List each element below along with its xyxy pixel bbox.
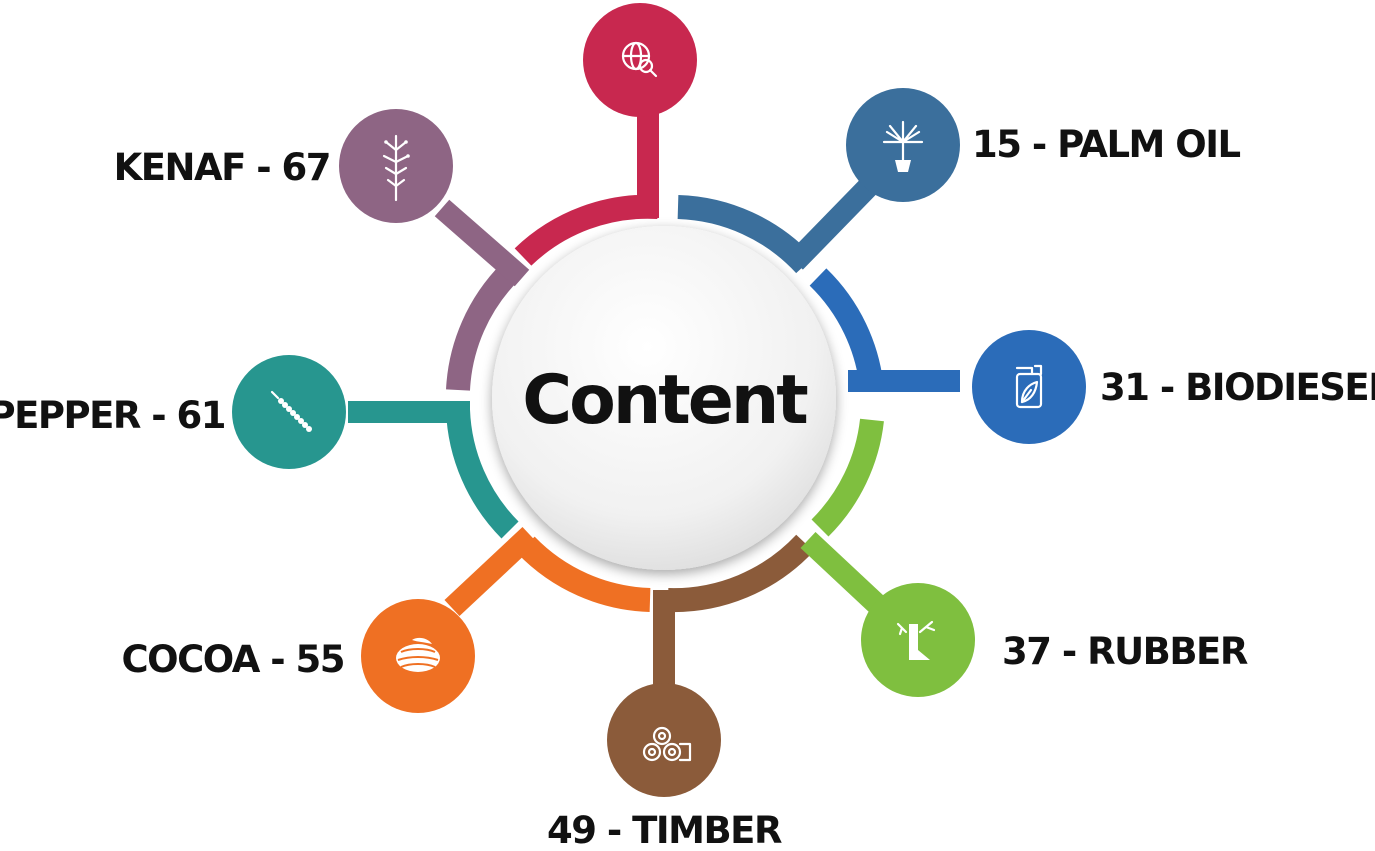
satellite-palm-oil[interactable]: [846, 88, 960, 202]
label-timber: 49 - TIMBER: [547, 809, 782, 851]
pepper-icon: [270, 390, 312, 432]
center-hub: Content: [492, 226, 836, 570]
label-cocoa: COCOA - 55: [122, 638, 344, 681]
satellite-timber[interactable]: [607, 683, 721, 797]
ring-segment-rubber: [811, 418, 884, 537]
fuel-can-leaf-icon: [1015, 364, 1043, 409]
label-rubber: 37 - RUBBER: [1002, 630, 1248, 673]
globe-search-icon: [621, 41, 658, 78]
logs-icon: [642, 726, 692, 762]
ring-segment-pepper: [446, 409, 519, 539]
palm-tree-icon: [882, 120, 924, 172]
connectors: [348, 100, 960, 700]
ring-segment-timber: [667, 534, 814, 613]
satellite-pepper[interactable]: [232, 355, 346, 469]
kenaf-plant-icon: [382, 134, 410, 202]
ring-segments: [446, 194, 884, 613]
connector-cocoa: [444, 526, 538, 617]
connector-palm-oil: [787, 177, 878, 270]
connector-rubber: [800, 531, 893, 621]
satellite-rubber[interactable]: [861, 583, 975, 697]
satellite-content[interactable]: [583, 3, 697, 117]
label-kenaf: KENAF - 67: [114, 146, 330, 189]
center-title: Content: [522, 361, 807, 440]
ring-segment-cocoa: [517, 536, 651, 612]
satellite-kenaf[interactable]: [339, 109, 453, 223]
label-pepper: PEPPER - 61: [0, 394, 225, 437]
ring-segment-kenaf: [446, 263, 519, 391]
satellite-cocoa[interactable]: [361, 599, 475, 713]
label-biodiesel: 31 - BIODIESEL: [1100, 366, 1375, 409]
label-palm-oil: 15 - PALM OIL: [972, 123, 1240, 166]
cocoa-pod-icon: [396, 637, 440, 672]
rubber-tree-icon: [896, 620, 936, 660]
satellite-biodiesel[interactable]: [972, 330, 1086, 444]
connector-kenaf: [434, 199, 530, 287]
